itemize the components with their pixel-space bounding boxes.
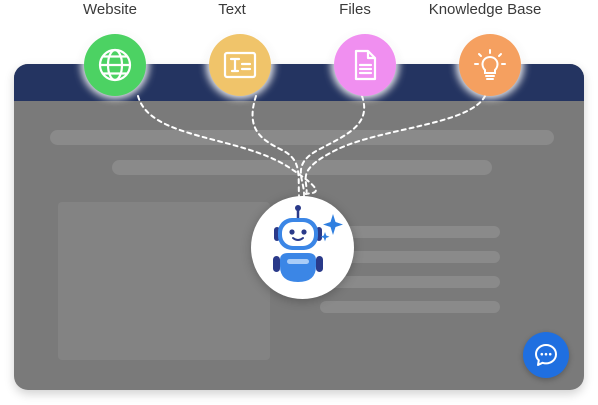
skeleton-line: [320, 226, 500, 238]
knowledge-base-source: [459, 34, 521, 96]
chat-widget-button[interactable]: [523, 332, 569, 378]
source-label-files: Files: [339, 1, 371, 18]
text-format-icon: [223, 51, 257, 79]
skeleton-line: [320, 276, 500, 288]
skeleton-line: [50, 130, 554, 145]
skeleton-line: [112, 160, 492, 175]
robot-icon: [273, 205, 343, 282]
sparkle-icon: [323, 214, 343, 235]
files-source: [334, 34, 396, 96]
source-label-website: Website: [83, 1, 137, 18]
chat-bubble-icon: [535, 344, 557, 366]
skeleton-line: [320, 251, 500, 263]
connector-knowledge-base: [304, 95, 486, 197]
text-source: [209, 34, 271, 96]
source-label-knowledge-base: Knowledge Base: [428, 1, 542, 18]
document-icon: [354, 49, 377, 81]
source-label-text: Text: [218, 1, 246, 18]
chatbot-avatar: [251, 196, 354, 299]
lightbulb-icon: [474, 49, 506, 80]
connector-text: [251, 95, 300, 197]
skeleton-image-block: [58, 202, 270, 360]
globe-icon: [98, 48, 132, 82]
website-source: [84, 34, 146, 96]
connector-files: [299, 95, 365, 197]
connector-website: [137, 95, 317, 197]
skeleton-line: [320, 301, 500, 313]
